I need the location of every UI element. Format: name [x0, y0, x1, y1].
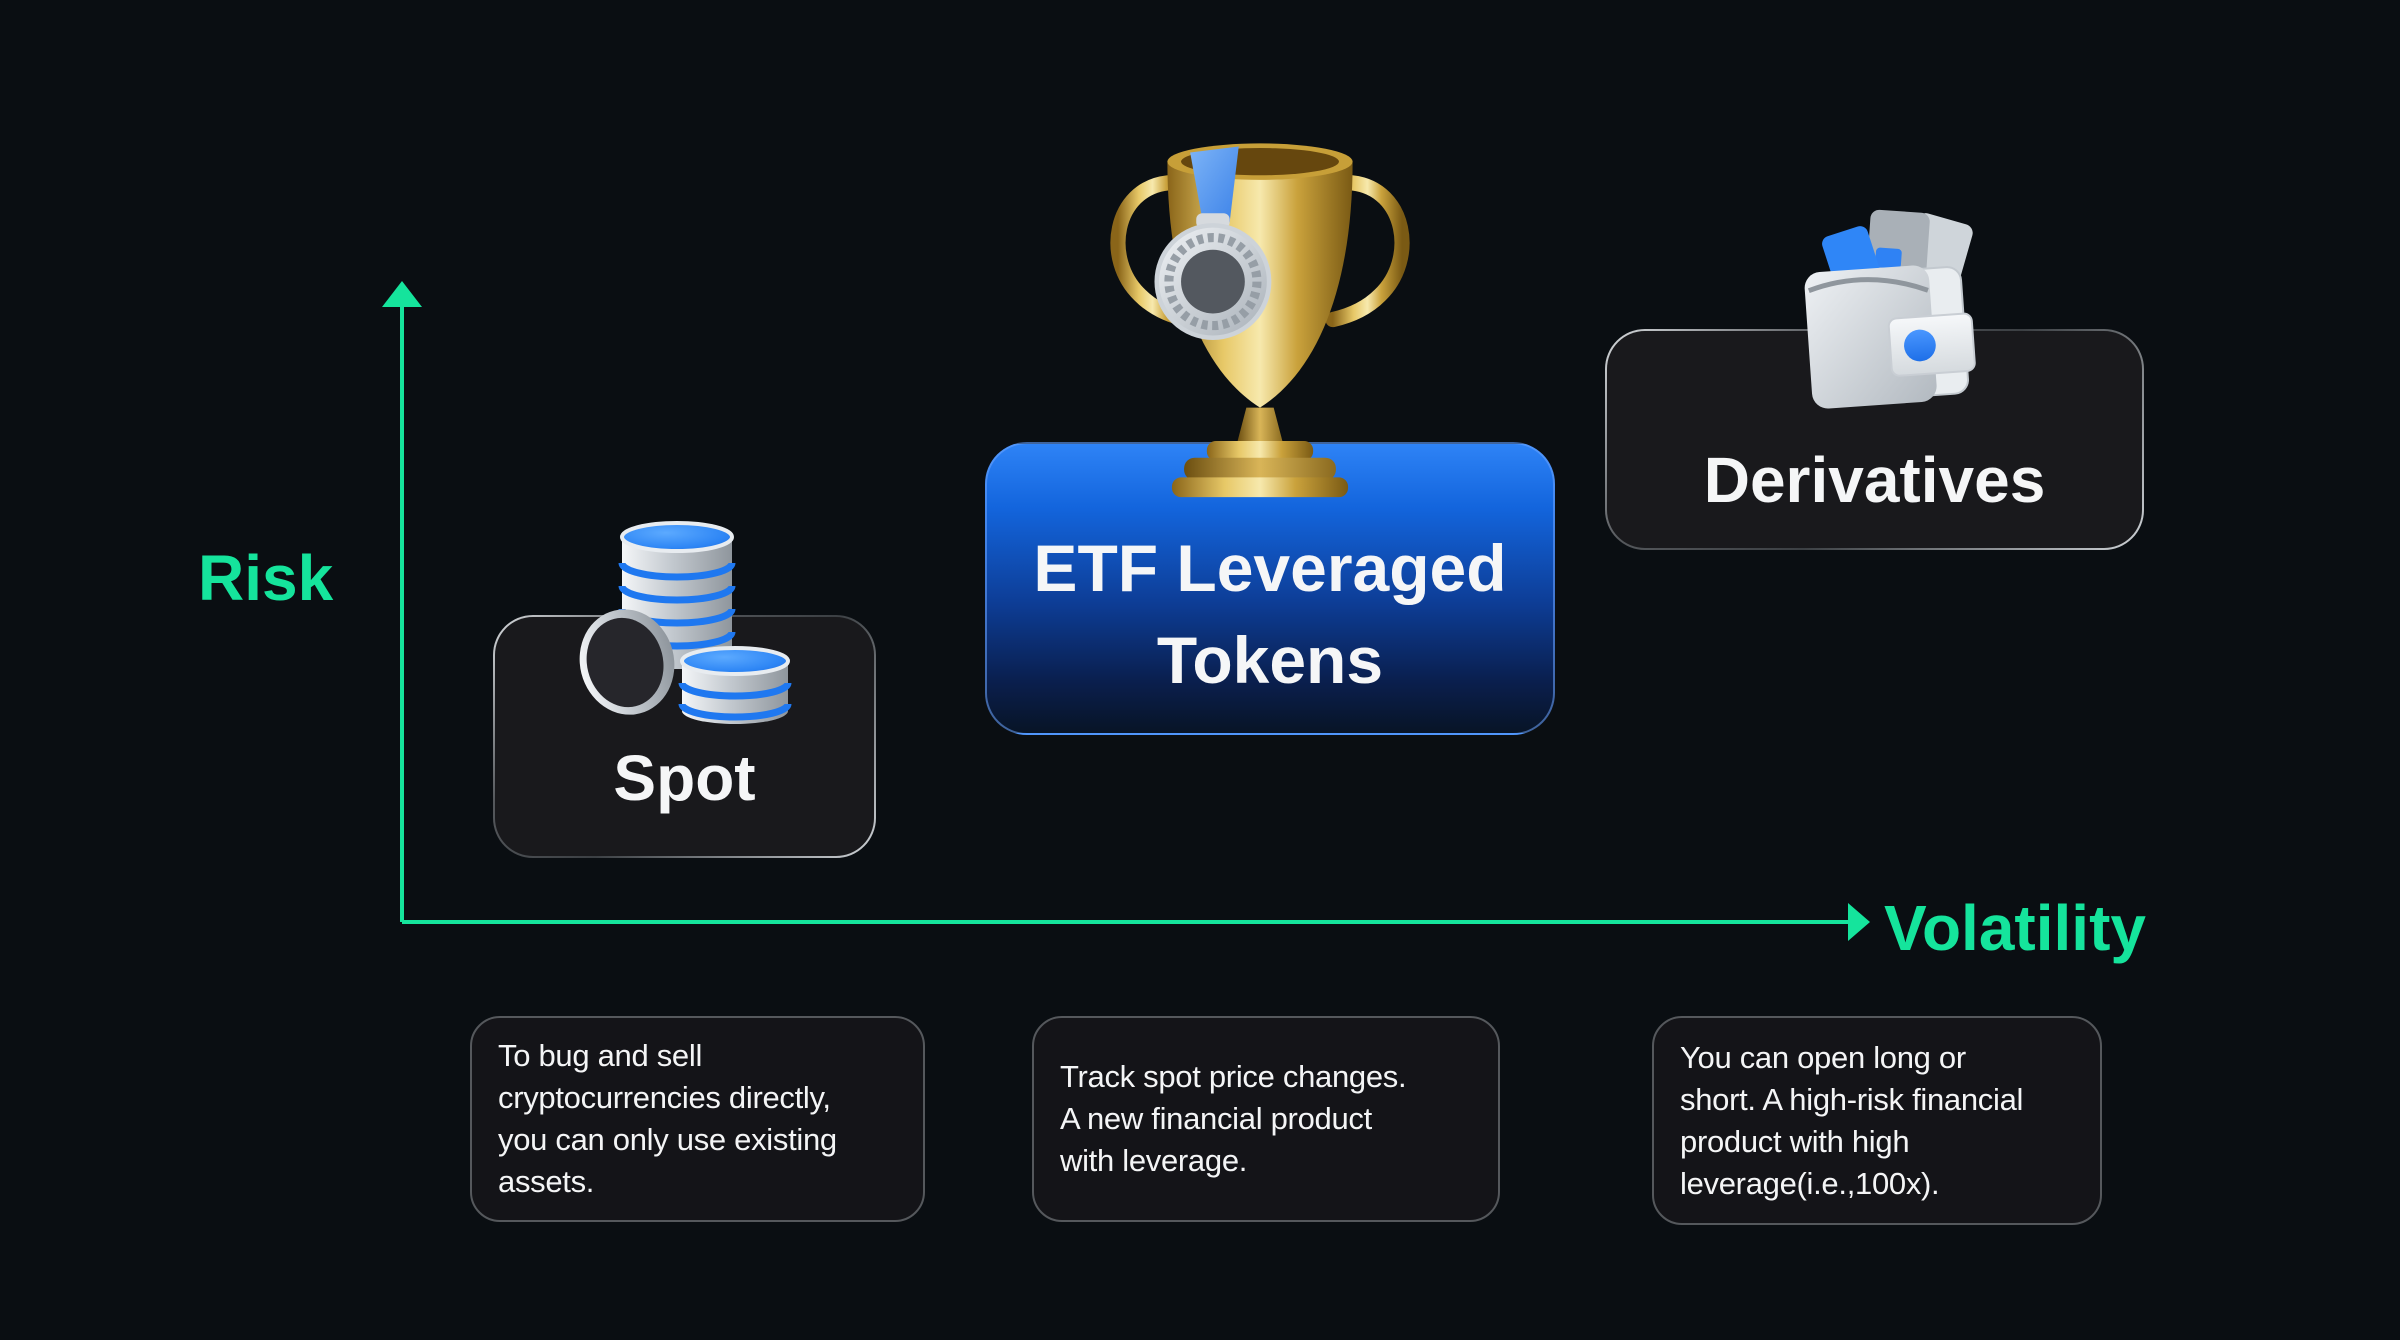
card-etf-label: ETF Leveraged Tokens — [1033, 530, 1507, 697]
description-etf-text: Track spot price changes. A new financia… — [1060, 1059, 1407, 1178]
description-spot-text: To bug and sell cryptocurrencies directl… — [498, 1038, 837, 1199]
description-derivatives: You can open long or short. A high-risk … — [1652, 1016, 2102, 1225]
x-axis-label: Volatility — [1884, 892, 2146, 964]
trophy-icon — [1093, 133, 1427, 500]
card-derivatives-label: Derivatives — [1703, 444, 2046, 516]
y-axis-label: Risk — [198, 542, 334, 614]
wallet-icon — [1771, 209, 1989, 420]
card-spot-label: Spot — [613, 742, 756, 814]
description-spot: To bug and sell cryptocurrencies directl… — [470, 1016, 925, 1222]
description-etf: Track spot price changes. A new financia… — [1032, 1016, 1500, 1222]
description-derivatives-text: You can open long or short. A high-risk … — [1680, 1039, 2024, 1201]
coins-icon — [575, 515, 795, 730]
y-axis-arrowhead-icon — [382, 281, 422, 307]
x-axis-line — [402, 920, 1848, 924]
x-axis-arrowhead-icon — [1848, 903, 1870, 941]
y-axis-line — [400, 300, 404, 922]
